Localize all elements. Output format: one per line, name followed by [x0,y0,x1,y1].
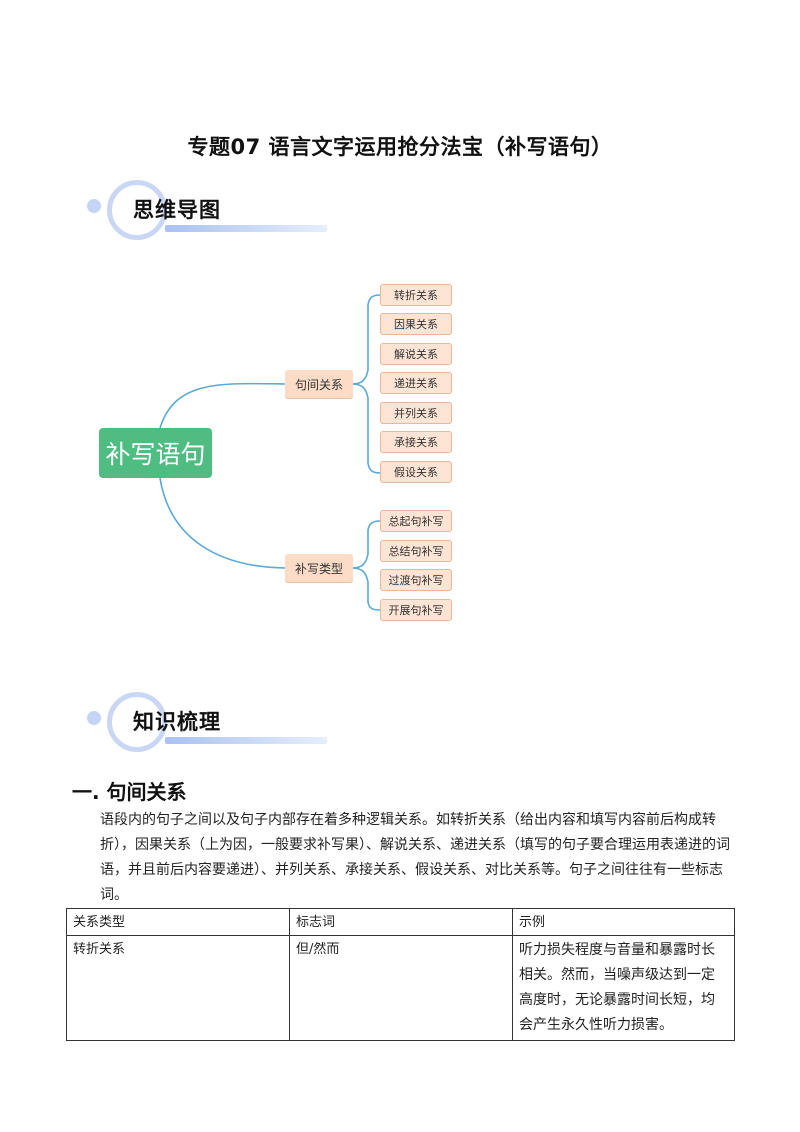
table-header: 示例 [512,908,735,936]
connector-b2-bottom [351,567,381,611]
table-header-row: 关系类型 标志词 示例 [66,908,735,936]
table-header: 标志词 [289,908,513,936]
badge-bar [165,737,327,744]
table-cell: 但/然而 [289,935,513,1041]
mind-map-leaf: 总起句补写 [380,510,452,532]
section-badge-mindmap: 思维导图 [85,174,327,246]
section-label: 思维导图 [133,198,221,222]
intro-paragraph: 语段内的句子之间以及句子内部存在着多种逻辑关系。如转折关系（给出内容和填写内容前… [100,812,730,903]
mind-map-leaf: 并列关系 [380,402,452,424]
table-cell: 转折关系 [66,935,290,1041]
mind-map-leaf: 递进关系 [380,372,452,394]
mind-map-leaf: 假设关系 [380,461,452,483]
mind-map-branch: 补写类型 [285,554,353,582]
relation-table: 关系类型 标志词 示例 转折关系 但/然而 听力损失程度与音量和暴露时长相关。然… [66,908,735,1041]
connector-b1-top [351,294,381,385]
table-row: 转折关系 但/然而 听力损失程度与音量和暴露时长相关。然而，当噪声级达到一定高度… [66,935,735,1041]
mind-map-leaf: 转折关系 [380,284,452,306]
mind-map-branch: 句间关系 [285,370,353,398]
section-badge-knowledge: 知识梳理 [85,686,327,758]
section-label: 知识梳理 [133,710,221,734]
mind-map-leaf: 承接关系 [380,431,452,453]
badge-ring [107,180,167,240]
mind-map-leaf: 总结句补写 [380,540,452,562]
connector-root-branch1 [159,382,286,429]
mind-map-connectors [159,294,381,611]
connector-b1-bottom [351,383,381,474]
mind-map: 补写语句 句间关系 补写类型 转折关系 因果关系 解说关系 递进关系 并列关系 … [0,270,800,640]
connector-root-branch2 [159,477,286,569]
table-header: 关系类型 [66,908,290,936]
mind-map-leaf: 过渡句补写 [380,569,452,591]
mind-map-leaf: 解说关系 [380,343,452,365]
page-title: 专题07 语言文字运用抢分法宝（补写语句） [187,135,613,159]
mind-map-leaf: 因果关系 [380,313,452,335]
badge-dot [87,199,101,213]
section-heading: 一. 句间关系 [72,780,187,804]
mind-map-root: 补写语句 [99,428,212,478]
badge-dot [87,711,101,725]
mind-map-leaf: 开展句补写 [380,599,452,621]
table-cell: 听力损失程度与音量和暴露时长相关。然而，当噪声级达到一定高度时，无论暴露时间长短… [512,935,735,1041]
badge-ring [107,692,167,752]
badge-bar [165,225,327,232]
connector-b2-top [351,520,381,569]
